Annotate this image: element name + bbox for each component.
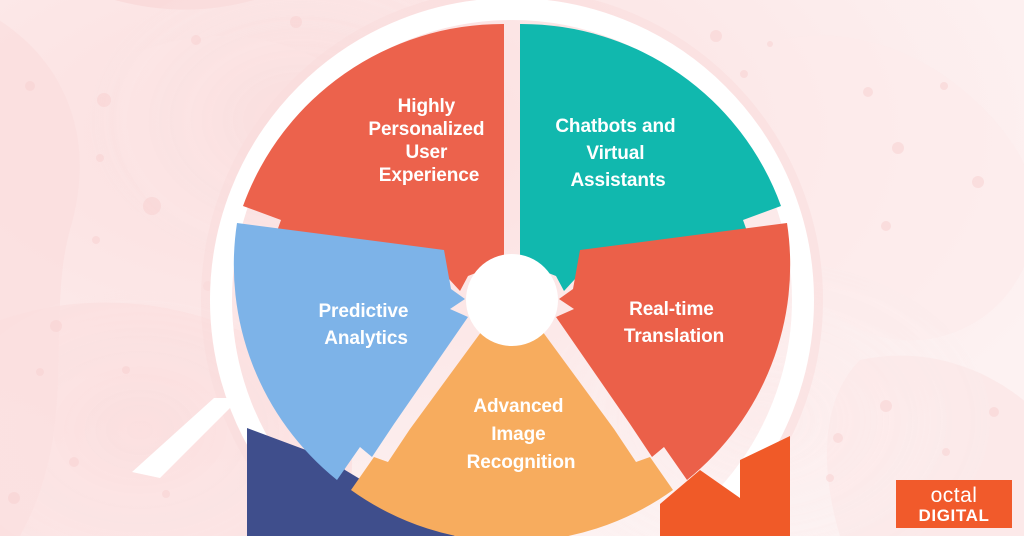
octal-digital-logo[interactable]: octal DIGITAL: [896, 480, 1012, 528]
segment-label-image-recognition: Advanced Image Recognition: [467, 396, 576, 473]
segment-realtime-translation[interactable]: Real-time Translation: [556, 223, 791, 480]
segment-label-chatbots: Chatbots and Virtual Assistants: [555, 116, 680, 191]
orange-chevron: [660, 436, 790, 536]
segment-predictive-analytics[interactable]: Predictive Analytics: [233, 223, 468, 480]
logo-word-octal: octal: [930, 483, 978, 507]
segment-shape-image-recognition[interactable]: [351, 324, 673, 536]
logo-word-digital: DIGITAL: [918, 505, 990, 525]
segment-shape-translation[interactable]: [556, 223, 791, 480]
segment-label-ux: Highly Personalized User Experience: [368, 96, 489, 186]
segment-label-translation: Real-time Translation: [624, 299, 724, 347]
segment-shape-ux[interactable]: [243, 23, 504, 295]
segment-highly-personalized-ux[interactable]: Highly Personalized User Experience: [243, 23, 504, 295]
segment-shape-analytics[interactable]: [233, 223, 468, 480]
wheel-center-hub: [466, 254, 558, 346]
white-diagonal-stripe: [132, 398, 240, 478]
wheel-outer-ring: [210, 0, 814, 536]
background-bubbles: [8, 15, 999, 514]
segment-label-analytics: Predictive Analytics: [318, 301, 413, 349]
segment-shape-chatbots[interactable]: [520, 23, 781, 295]
segment-advanced-image-recognition[interactable]: Advanced Image Recognition: [351, 324, 673, 536]
segment-chatbots[interactable]: Chatbots and Virtual Assistants: [520, 23, 781, 295]
